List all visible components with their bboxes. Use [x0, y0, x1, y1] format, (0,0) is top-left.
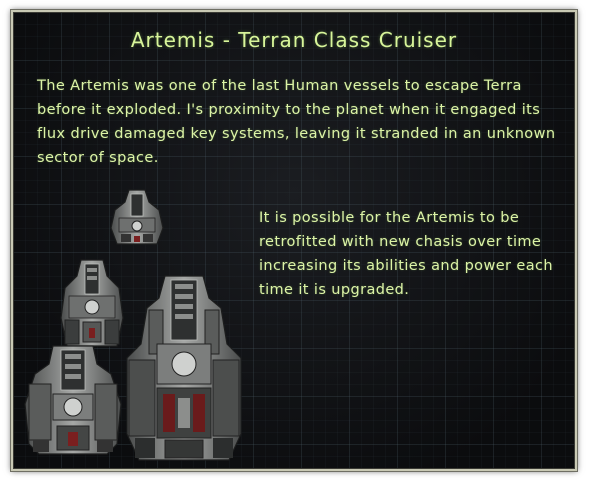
ship-info-panel: Artemis - Terran Class Cruiser The Artem… [11, 10, 577, 471]
ship-description: The Artemis was one of the last Human ve… [37, 78, 556, 166]
panel-title: Artemis - Terran Class Cruiser [130, 28, 458, 52]
ship-stage-2-sprite [60, 259, 124, 347]
upgrade-description: It is possible for the Artemis to be ret… [259, 210, 553, 298]
ship-stage-1-sprite [110, 189, 164, 245]
ship-stage-3-sprite [24, 345, 122, 455]
ship-stage-4-sprite [126, 275, 242, 461]
